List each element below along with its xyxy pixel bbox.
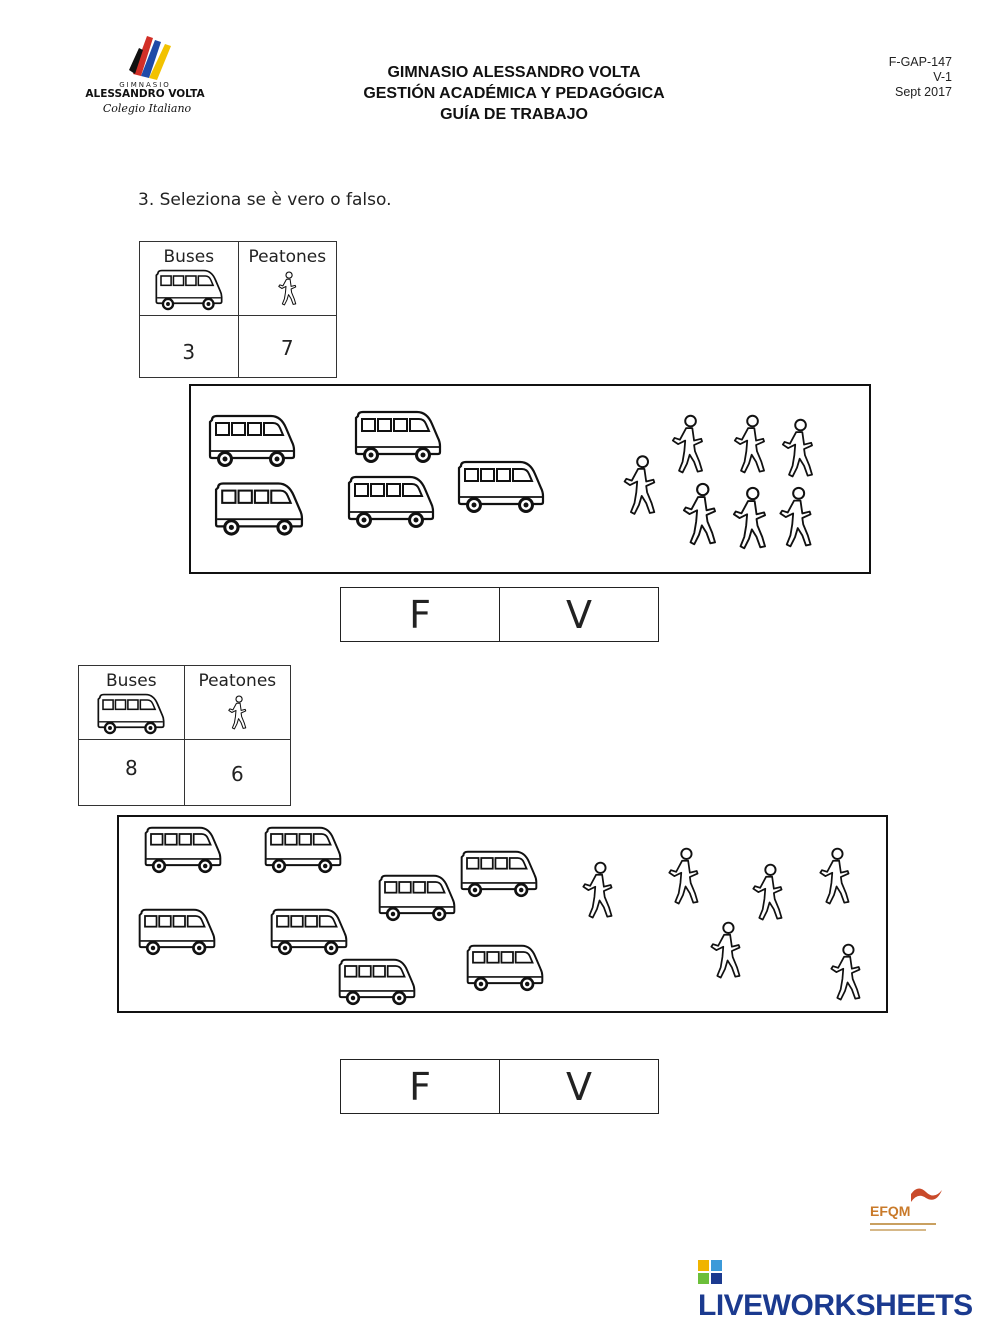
buses-label: Buses	[105, 671, 157, 691]
pedestrian-icon	[733, 414, 766, 474]
peatones-header: Peatones	[237, 241, 338, 316]
bus-icon	[270, 908, 348, 956]
logo-main-text: ALESSANDRO VOLTA	[85, 88, 205, 100]
pedestrian-icon	[582, 861, 613, 919]
pedestrian-icon	[682, 482, 717, 546]
picture-2-drawing	[138, 826, 861, 1006]
efqm-label: EFQM	[870, 1203, 910, 1219]
pedestrian-icon	[781, 418, 814, 478]
picture-1-drawing	[208, 410, 814, 550]
answer-box-1: F V	[340, 587, 659, 642]
false-option-1[interactable]: F	[409, 592, 431, 637]
department: GESTIÓN ACADÉMICA Y PEDAGÓGICA	[363, 85, 665, 102]
peatones-header: Peatones	[183, 665, 292, 740]
picture-box-1	[189, 384, 871, 574]
document-version: V-1	[933, 70, 952, 84]
bus-icon	[338, 958, 416, 1006]
school-header: GIMNASIO ALESSANDRO VOLTA GESTIÓN ACADÉM…	[0, 62, 1000, 125]
brand-name: LIVEWORKSHEETS	[698, 1289, 973, 1322]
data-table-1: Buses Peatones 3 7	[139, 241, 338, 378]
document-date: Sept 2017	[895, 85, 952, 99]
bus-icon	[147, 269, 231, 311]
document-type: GUÍA DE TRABAJO	[440, 106, 588, 123]
pedestrian-icon	[752, 863, 783, 921]
true-option-2[interactable]: V	[499, 1060, 658, 1113]
picture-box-2	[117, 815, 888, 1013]
logo-top-text: GIMNASIO	[119, 81, 171, 89]
answer-box-2: F V	[340, 1059, 659, 1114]
peatones-value: 6	[230, 762, 244, 786]
bus-icon	[87, 693, 175, 735]
pedestrian-icon	[226, 695, 248, 731]
pedestrian-icon	[732, 486, 767, 550]
bus-icon	[460, 850, 538, 898]
bus-icon	[138, 908, 216, 956]
liveworksheets-icon	[698, 1260, 722, 1284]
pedestrian-icon	[276, 271, 298, 307]
bus-icon	[354, 410, 442, 464]
peatones-value-cell: 7	[237, 315, 338, 378]
bus-icon	[347, 475, 435, 529]
buses-value-cell: 3	[139, 315, 239, 378]
school-logo: GIMNASIO ALESSANDRO VOLTA Colegio Italia…	[85, 36, 205, 115]
buses-header: Buses	[78, 665, 185, 740]
bus-icon	[208, 414, 296, 468]
pedestrian-icon	[623, 455, 656, 515]
peatones-label: Peatones	[248, 247, 327, 267]
liveworksheets-logo: LIVEWORKSHEETS	[698, 1255, 1000, 1323]
document-code: F-GAP-147	[888, 55, 952, 69]
pedestrian-icon	[779, 486, 812, 548]
pedestrian-icon	[671, 414, 704, 474]
peatones-value: 7	[280, 336, 294, 360]
peatones-value-cell: 6	[183, 739, 292, 806]
document-code-block: F-GAP-147 V-1 Sept 2017	[889, 55, 952, 100]
bus-icon	[144, 826, 222, 874]
pedestrian-icon	[819, 847, 850, 905]
data-table-2: Buses Peatones 8 6	[78, 665, 292, 806]
instruction: 3. Seleziona se è vero o falso.	[138, 190, 392, 210]
bus-icon	[214, 481, 304, 536]
pedestrian-icon	[710, 921, 741, 979]
false-option-2[interactable]: F	[409, 1064, 431, 1109]
logo-sub-text: Colegio Italiano	[103, 102, 192, 115]
bus-icon	[378, 874, 456, 922]
pedestrian-icon	[668, 847, 699, 905]
buses-value: 3	[182, 340, 196, 364]
buses-value-cell: 8	[78, 739, 185, 806]
bus-icon	[457, 460, 545, 514]
buses-header: Buses	[139, 241, 239, 316]
school-name: GIMNASIO ALESSANDRO VOLTA	[387, 64, 641, 81]
buses-label: Buses	[163, 247, 215, 267]
bus-icon	[466, 944, 544, 992]
efqm-logo: EFQM	[870, 1188, 942, 1231]
pedestrian-icon	[830, 943, 861, 1001]
peatones-label: Peatones	[198, 671, 277, 691]
buses-value: 8	[124, 756, 138, 780]
true-option-1[interactable]: V	[499, 588, 658, 641]
bus-icon	[264, 826, 342, 874]
